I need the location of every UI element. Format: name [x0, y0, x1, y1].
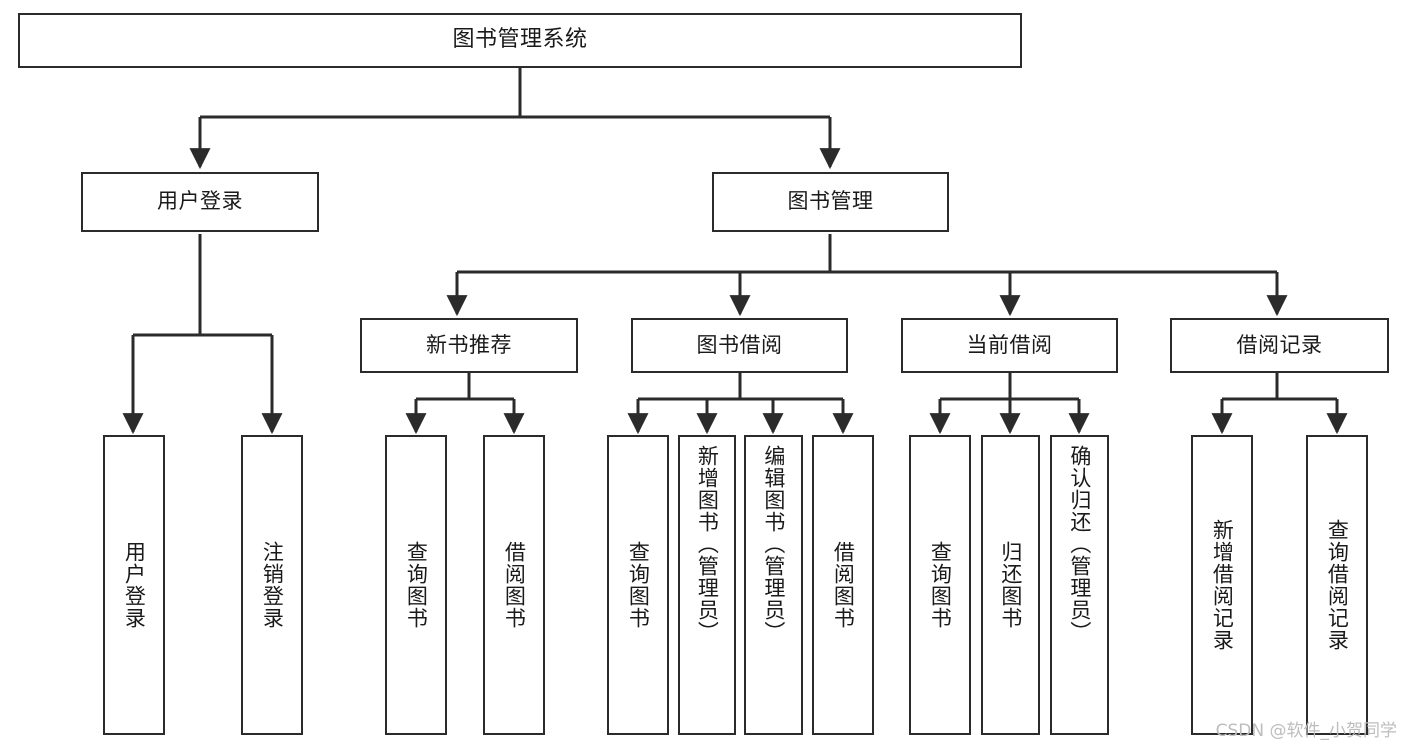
node-leaf-return-book-label: 归还图书 [998, 541, 1023, 629]
node-leaf-add-record[interactable]: 新增借阅记录 [1191, 435, 1253, 735]
node-leaf-add-book-label: 新增图书（管理员） [695, 445, 720, 643]
node-leaf-borrow-book-a[interactable]: 借阅图书 [483, 435, 545, 735]
node-root[interactable]: 图书管理系统 [18, 13, 1022, 68]
node-leaf-query-record-label: 查询借阅记录 [1325, 519, 1350, 651]
node-leaf-logout[interactable]: 注销登录 [241, 435, 303, 735]
node-leaf-borrow-book-b[interactable]: 借阅图书 [812, 435, 874, 735]
node-leaf-query-book-b-label: 查询图书 [626, 541, 651, 629]
node-leaf-add-book[interactable]: 新增图书（管理员） [678, 435, 736, 735]
node-user-login-label: 用户登录 [157, 189, 243, 214]
node-new-book-recommend[interactable]: 新书推荐 [360, 318, 578, 373]
node-leaf-confirm-return-label: 确认归还（管理员） [1067, 445, 1092, 643]
node-current-borrow[interactable]: 当前借阅 [901, 318, 1118, 373]
node-leaf-user-login[interactable]: 用户登录 [103, 435, 165, 735]
node-book-borrow[interactable]: 图书借阅 [631, 318, 848, 373]
node-leaf-add-record-label: 新增借阅记录 [1210, 519, 1235, 651]
watermark-text: CSDN @软件_小贺同学 [1215, 721, 1397, 741]
node-new-book-recommend-label: 新书推荐 [426, 332, 512, 357]
node-leaf-edit-book-label: 编辑图书（管理员） [761, 445, 786, 643]
node-borrow-record-label: 借阅记录 [1236, 332, 1323, 357]
node-leaf-query-book-c-label: 查询图书 [928, 541, 953, 629]
node-book-manage[interactable]: 图书管理 [712, 172, 949, 232]
node-leaf-query-book-b[interactable]: 查询图书 [607, 435, 669, 735]
node-leaf-borrow-book-a-label: 借阅图书 [502, 541, 527, 629]
node-leaf-borrow-book-b-label: 借阅图书 [831, 541, 856, 629]
node-root-label: 图书管理系统 [452, 27, 588, 53]
node-leaf-query-book-a-label: 查询图书 [404, 541, 429, 629]
node-user-login[interactable]: 用户登录 [81, 172, 319, 232]
node-borrow-record[interactable]: 借阅记录 [1170, 318, 1389, 373]
node-leaf-logout-label: 注销登录 [260, 541, 285, 629]
node-book-manage-label: 图书管理 [787, 189, 874, 214]
node-book-borrow-label: 图书借阅 [696, 332, 783, 357]
node-leaf-query-record[interactable]: 查询借阅记录 [1306, 435, 1368, 735]
node-leaf-return-book[interactable]: 归还图书 [981, 435, 1040, 735]
node-leaf-user-login-label: 用户登录 [122, 541, 147, 629]
node-current-borrow-label: 当前借阅 [966, 332, 1053, 357]
node-leaf-edit-book[interactable]: 编辑图书（管理员） [744, 435, 803, 735]
node-leaf-query-book-a[interactable]: 查询图书 [385, 435, 447, 735]
node-leaf-confirm-return[interactable]: 确认归还（管理员） [1050, 435, 1109, 735]
node-leaf-query-book-c[interactable]: 查询图书 [909, 435, 971, 735]
